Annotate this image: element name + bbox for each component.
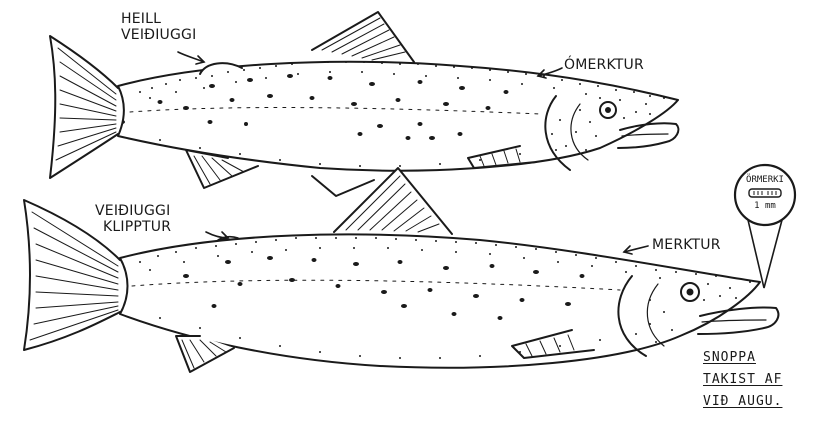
note-line-2: TAKIST AF	[703, 372, 811, 388]
label-clipped-fin-1: VEIÐIUGGI	[95, 204, 170, 219]
label-marked: MERKTUR	[652, 238, 721, 253]
label-clipped-fin-2: KLIPPTUR	[103, 220, 171, 235]
top-dorsal-fin	[312, 12, 414, 62]
top-anal-fin	[312, 176, 374, 196]
label-intact-fin-1: HEILL	[121, 12, 161, 27]
label-intact-fin-2: VEIÐIUGGI	[121, 28, 196, 43]
coded-wire-tag	[749, 189, 781, 197]
snout-note: SNOPPA TAKIST AF VIÐ AUGU.	[703, 350, 811, 416]
bottom-fish	[24, 168, 778, 372]
label-tag-size: 1 mm	[740, 201, 790, 211]
label-unmarked: ÓMERKTUR	[564, 58, 644, 73]
note-line-3: VIÐ AUGU.	[703, 394, 811, 410]
note-line-1: SNOPPA	[703, 350, 811, 366]
label-tag-name: ÖRMERKI	[740, 175, 790, 185]
top-tail-fin	[50, 36, 118, 178]
